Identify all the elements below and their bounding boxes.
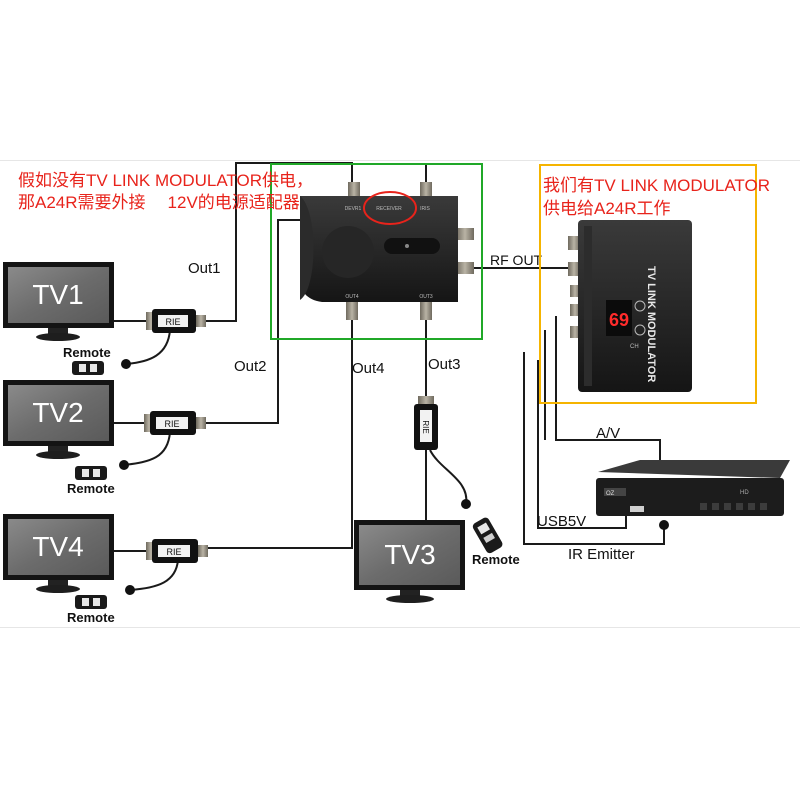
stb-brand: OZ xyxy=(606,491,615,497)
amp-port-tc: RECEIVER xyxy=(376,206,402,212)
ir-extender-1-label: RIE xyxy=(165,317,180,327)
usb-label: USB5V xyxy=(537,513,586,530)
modulator-knob-up xyxy=(634,300,646,312)
tv-1: TV1 xyxy=(3,262,114,341)
remote-label-3: Remote xyxy=(472,552,520,567)
cable-out2 xyxy=(205,219,300,424)
modulator-ch-label: CH xyxy=(630,344,639,350)
out1-label: Out1 xyxy=(188,260,221,277)
modulator-knob-down xyxy=(634,324,646,336)
ir-extender-4-label: RIE xyxy=(166,547,181,557)
rf-out-label: RF OUT xyxy=(490,252,543,268)
tv-3-label: TV3 xyxy=(384,539,435,570)
amp-port-br: OUT3 xyxy=(419,294,433,300)
amplifier-device: DEVR1 RECEIVER IRIS OUT4 OUT3 xyxy=(300,182,474,320)
remote-label-2: Remote xyxy=(67,481,115,496)
cable-eye1 xyxy=(125,329,171,365)
note-left-line2: 那A24R需要外接 12V的电源适配器 xyxy=(18,192,300,214)
cable-eye4 xyxy=(129,559,179,591)
cables xyxy=(113,162,665,591)
modulator-display: 69 xyxy=(609,310,629,330)
cable-usb xyxy=(537,360,627,529)
note-left-line1: 假如没有TV LINK MODULATOR供电， xyxy=(18,171,314,190)
amp-port-bl: OUT4 xyxy=(345,294,359,300)
ir-eye-3 xyxy=(461,499,471,509)
tv-2-label: TV2 xyxy=(32,397,83,428)
remote-icons xyxy=(72,361,503,609)
ir-receiver-eyes xyxy=(119,359,669,595)
ir-extender-3: RIE xyxy=(414,396,438,450)
amp-port-tr: IRIS xyxy=(420,206,430,212)
amplifier-highlight-box xyxy=(270,163,483,340)
cable-out1 xyxy=(200,162,353,322)
set-top-box: OZ HD xyxy=(596,460,790,516)
remote-label-1: Remote xyxy=(63,345,111,360)
modulator-device: TV LINK MODULATOR 69 CH xyxy=(568,220,692,392)
tv-1-label: TV1 xyxy=(32,279,83,310)
ir-eye-2 xyxy=(119,460,129,470)
stb-model: HD xyxy=(740,490,749,496)
cable-mod-1 xyxy=(555,316,661,462)
tv-4-label: TV4 xyxy=(32,531,83,562)
ir-extender-3-label: RIE xyxy=(421,420,430,433)
remote-icon-3 xyxy=(472,517,503,554)
remote-icon-1 xyxy=(72,361,104,375)
receiver-port-highlight xyxy=(363,191,417,225)
cable-out4 xyxy=(205,318,353,549)
ir-extender-2: RIE xyxy=(144,411,206,435)
av-label: A/V xyxy=(596,425,620,442)
remote-label-4: Remote xyxy=(67,610,115,625)
modulator-highlight-box xyxy=(539,164,757,404)
ir-extender-2-label: RIE xyxy=(164,419,179,429)
ir-eye-1 xyxy=(121,359,131,369)
ir-extender-4: RIE xyxy=(146,539,208,563)
tv-3: TV3 xyxy=(354,520,465,603)
note-right-line1: 我们有TV LINK MODULATOR xyxy=(543,176,771,195)
remote-icon-4 xyxy=(75,595,107,609)
remote-icon-2 xyxy=(75,466,107,480)
tv-2: TV2 xyxy=(3,380,114,459)
note-left-line2-head: 那A24R需要外接 xyxy=(18,193,146,212)
note-left-line2-tail: 12V的电源适配器 xyxy=(167,193,300,212)
amp-port-tl: DEVR1 xyxy=(345,206,362,212)
cable-ir xyxy=(523,352,665,545)
ir-emitter-label: IR Emitter xyxy=(568,546,635,563)
modulator-title: TV LINK MODULATOR xyxy=(645,266,657,382)
out3-label: Out3 xyxy=(428,356,461,373)
ir-eye-4 xyxy=(125,585,135,595)
ir-extender-1: RIE xyxy=(146,309,206,333)
ir-emitter-eye xyxy=(659,520,669,530)
tv-4: TV4 xyxy=(3,514,114,593)
cable-eye2 xyxy=(123,431,171,466)
out4-label: Out4 xyxy=(352,360,385,377)
out2-label: Out2 xyxy=(234,358,267,375)
cable-eye3 xyxy=(429,449,468,505)
note-right-line2: 供电给A24R工作 xyxy=(543,199,671,218)
